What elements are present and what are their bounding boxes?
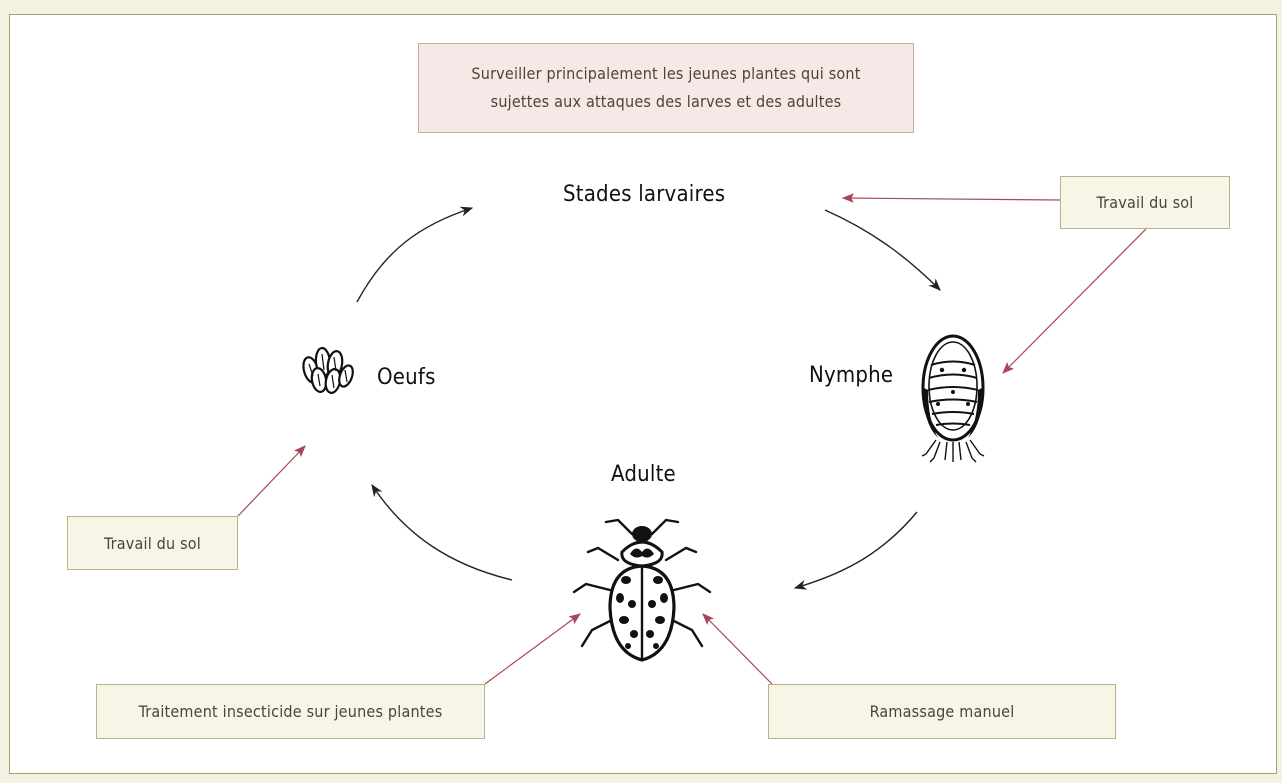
cycle-arrow-nymph-to-adult (795, 512, 917, 588)
stage-larvae-label: Stades larvaires (563, 182, 725, 207)
control-box-handpick: Ramassage manuel (768, 684, 1116, 739)
monitoring-note: Surveiller principalement les jeunes pla… (418, 43, 914, 133)
control-box-soil-left: Travail du sol (67, 516, 238, 570)
control-box-insecticide: Traitement insecticide sur jeunes plante… (96, 684, 485, 739)
monitoring-note-line1: Surveiller principalement les jeunes pla… (471, 60, 860, 88)
eggs-icon (296, 344, 360, 396)
stage-adult-label: Adulte (611, 462, 676, 487)
control-box-soil-top: Travail du sol (1060, 176, 1230, 229)
cycle-arrow-eggs-to-larvae (357, 208, 472, 302)
control-arrow-soil-larvae (843, 198, 1060, 200)
beetle-icon (566, 512, 718, 670)
cycle-arrow-larvae-to-nymph (825, 210, 940, 290)
control-arrow-soil-eggs (238, 446, 305, 516)
nymph-icon (914, 330, 992, 470)
stage-eggs-label: Oeufs (377, 365, 436, 390)
control-arrow-soil-nymph (1003, 229, 1146, 373)
cycle-arrow-adult-to-eggs (372, 485, 512, 580)
monitoring-note-line2: sujettes aux attaques des larves et des … (491, 88, 842, 116)
stage-nymph-label: Nymphe (809, 363, 893, 388)
